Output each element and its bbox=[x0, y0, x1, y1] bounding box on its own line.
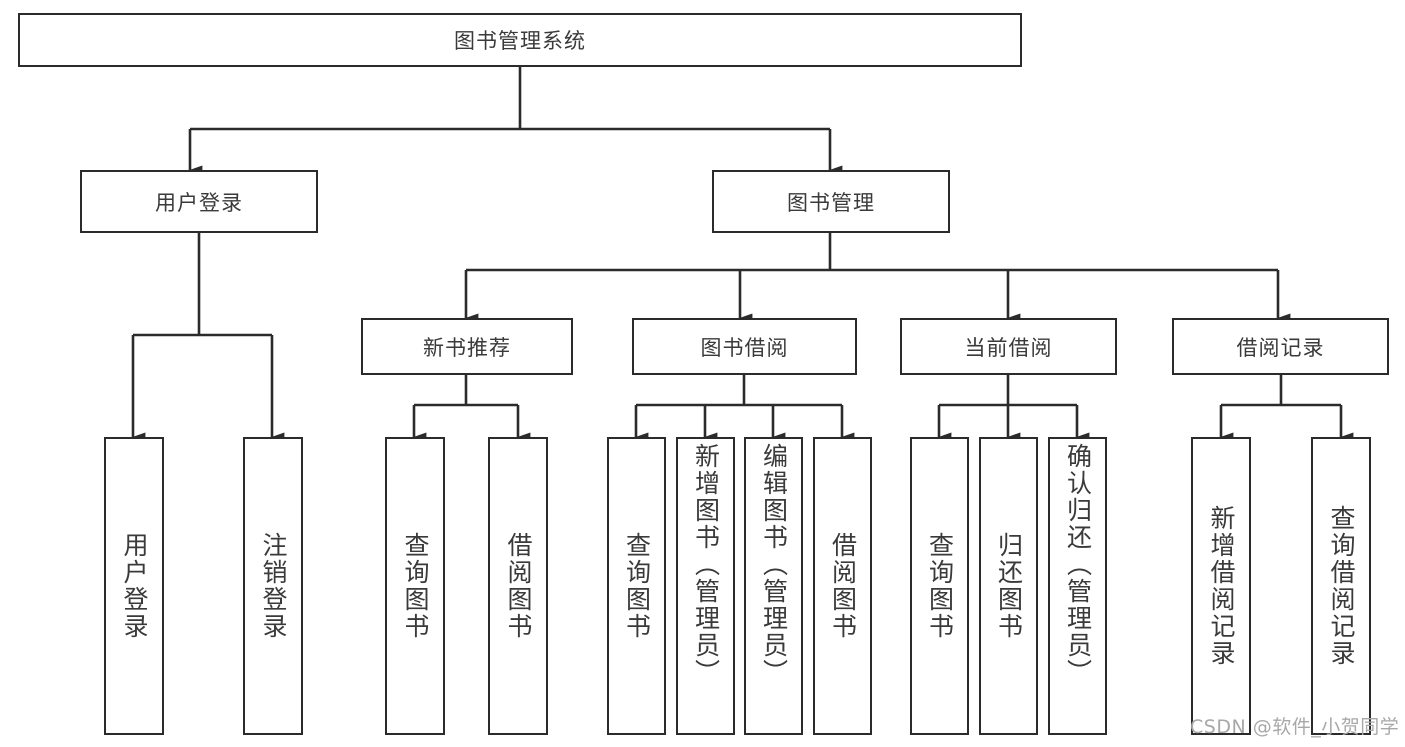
leaf-confirm-return-admin[interactable]: 确认归还（管理员） bbox=[1048, 437, 1107, 735]
csdn-watermark: CSDN @软件_小贺同学 bbox=[1190, 716, 1400, 738]
leaf-query-book-current[interactable]: 查询图书 bbox=[910, 437, 969, 735]
node-label: 借阅记录 bbox=[1236, 335, 1325, 360]
leaf-query-book-borrow[interactable]: 查询图书 bbox=[607, 437, 666, 735]
node-label: 图书管理系统 bbox=[454, 29, 586, 53]
node-label: 注销登录 bbox=[259, 532, 288, 640]
node-label: 新增借阅记录 bbox=[1207, 505, 1236, 667]
leaf-logout-login[interactable]: 注销登录 bbox=[243, 437, 303, 735]
node-label: 新书推荐 bbox=[423, 335, 511, 360]
node-current-borrow[interactable]: 当前借阅 bbox=[900, 318, 1117, 375]
node-label: 归还图书 bbox=[994, 532, 1024, 640]
node-label: 编辑图书（管理员） bbox=[759, 443, 789, 686]
node-label: 确认归还（管理员） bbox=[1063, 443, 1093, 686]
leaf-borrow-book[interactable]: 借阅图书 bbox=[813, 437, 872, 735]
leaf-return-book[interactable]: 归还图书 bbox=[979, 437, 1038, 735]
node-label: 当前借阅 bbox=[964, 335, 1053, 360]
node-borrow-record[interactable]: 借阅记录 bbox=[1172, 318, 1389, 375]
node-root-system[interactable]: 图书管理系统 bbox=[18, 13, 1022, 67]
leaf-add-book-admin[interactable]: 新增图书（管理员） bbox=[676, 437, 735, 735]
node-label: 借阅图书 bbox=[828, 532, 858, 640]
node-label: 用户登录 bbox=[155, 190, 243, 215]
node-label: 查询借阅记录 bbox=[1327, 505, 1356, 667]
leaf-query-book-recommend[interactable]: 查询图书 bbox=[385, 437, 445, 735]
node-new-book-recommend[interactable]: 新书推荐 bbox=[361, 318, 573, 375]
node-label: 图书管理 bbox=[787, 190, 875, 215]
leaf-user-login[interactable]: 用户登录 bbox=[104, 437, 164, 735]
node-label: 查询图书 bbox=[622, 532, 652, 640]
node-label: 借阅图书 bbox=[504, 532, 533, 640]
node-user-login[interactable]: 用户登录 bbox=[80, 170, 318, 233]
node-label: 查询图书 bbox=[925, 532, 955, 640]
leaf-add-borrow-record[interactable]: 新增借阅记录 bbox=[1191, 437, 1251, 735]
leaf-edit-book-admin[interactable]: 编辑图书（管理员） bbox=[744, 437, 803, 735]
node-book-borrow[interactable]: 图书借阅 bbox=[632, 318, 857, 375]
node-book-management[interactable]: 图书管理 bbox=[712, 170, 950, 233]
leaf-borrow-book-recommend[interactable]: 借阅图书 bbox=[488, 437, 548, 735]
node-label: 查询图书 bbox=[401, 532, 430, 640]
node-label: 新增图书（管理员） bbox=[691, 443, 721, 686]
node-label: 图书借阅 bbox=[700, 335, 789, 360]
node-label: 用户登录 bbox=[120, 532, 149, 640]
leaf-query-borrow-record[interactable]: 查询借阅记录 bbox=[1311, 437, 1371, 735]
